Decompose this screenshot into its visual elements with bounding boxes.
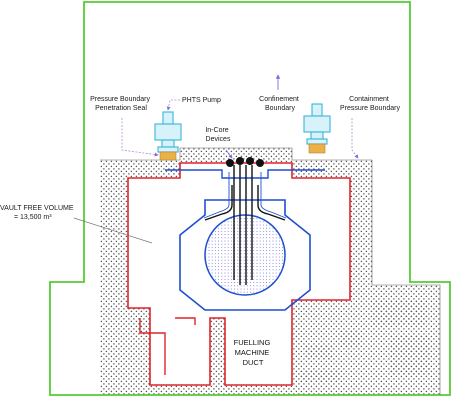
in-core-device-head — [226, 159, 234, 167]
containment-inner-step — [139, 317, 196, 375]
confinement-boundary-line — [49, 1, 451, 396]
in-core-device-rods — [204, 165, 286, 285]
phts-pump-right-icon — [303, 103, 331, 145]
equipment-block — [340, 330, 360, 348]
penetration-seal-left — [159, 151, 177, 161]
penetration-seal-right — [308, 143, 326, 154]
vault-outline — [100, 147, 441, 395]
phts-pump-left-icon — [154, 111, 182, 153]
vault-volume-label: VAULT FREE VOLUME = 13,500 m³ — [0, 205, 75, 221]
equipment-block — [305, 345, 333, 359]
in-core-device-head — [236, 157, 244, 165]
in-core-device-head — [256, 159, 264, 167]
in-core-device-rods-outline — [203, 172, 287, 219]
pressure-boundary-line — [179, 199, 311, 311]
equipment-block — [390, 335, 430, 375]
in-core-device-head — [246, 157, 254, 165]
equipment-block — [300, 370, 340, 382]
equipment-block — [372, 300, 427, 325]
in-core-label: In-Core Devices — [205, 127, 231, 143]
pressure-seal-label: Pressure Boundary Penetration Seal — [90, 96, 152, 112]
containment-label: Containment Pressure Boundary — [340, 96, 400, 112]
core-lattice — [205, 215, 285, 295]
containment-boundary-line — [127, 162, 351, 386]
pressure-boundary-top — [165, 169, 325, 179]
fuelling-duct-label: FUELLING MACHINE DUCT — [234, 338, 273, 367]
confinement-label: Confinement Boundary — [259, 96, 301, 112]
phts-pump-label: PHTS Pump — [182, 97, 221, 104]
leader-lines — [73, 74, 359, 244]
